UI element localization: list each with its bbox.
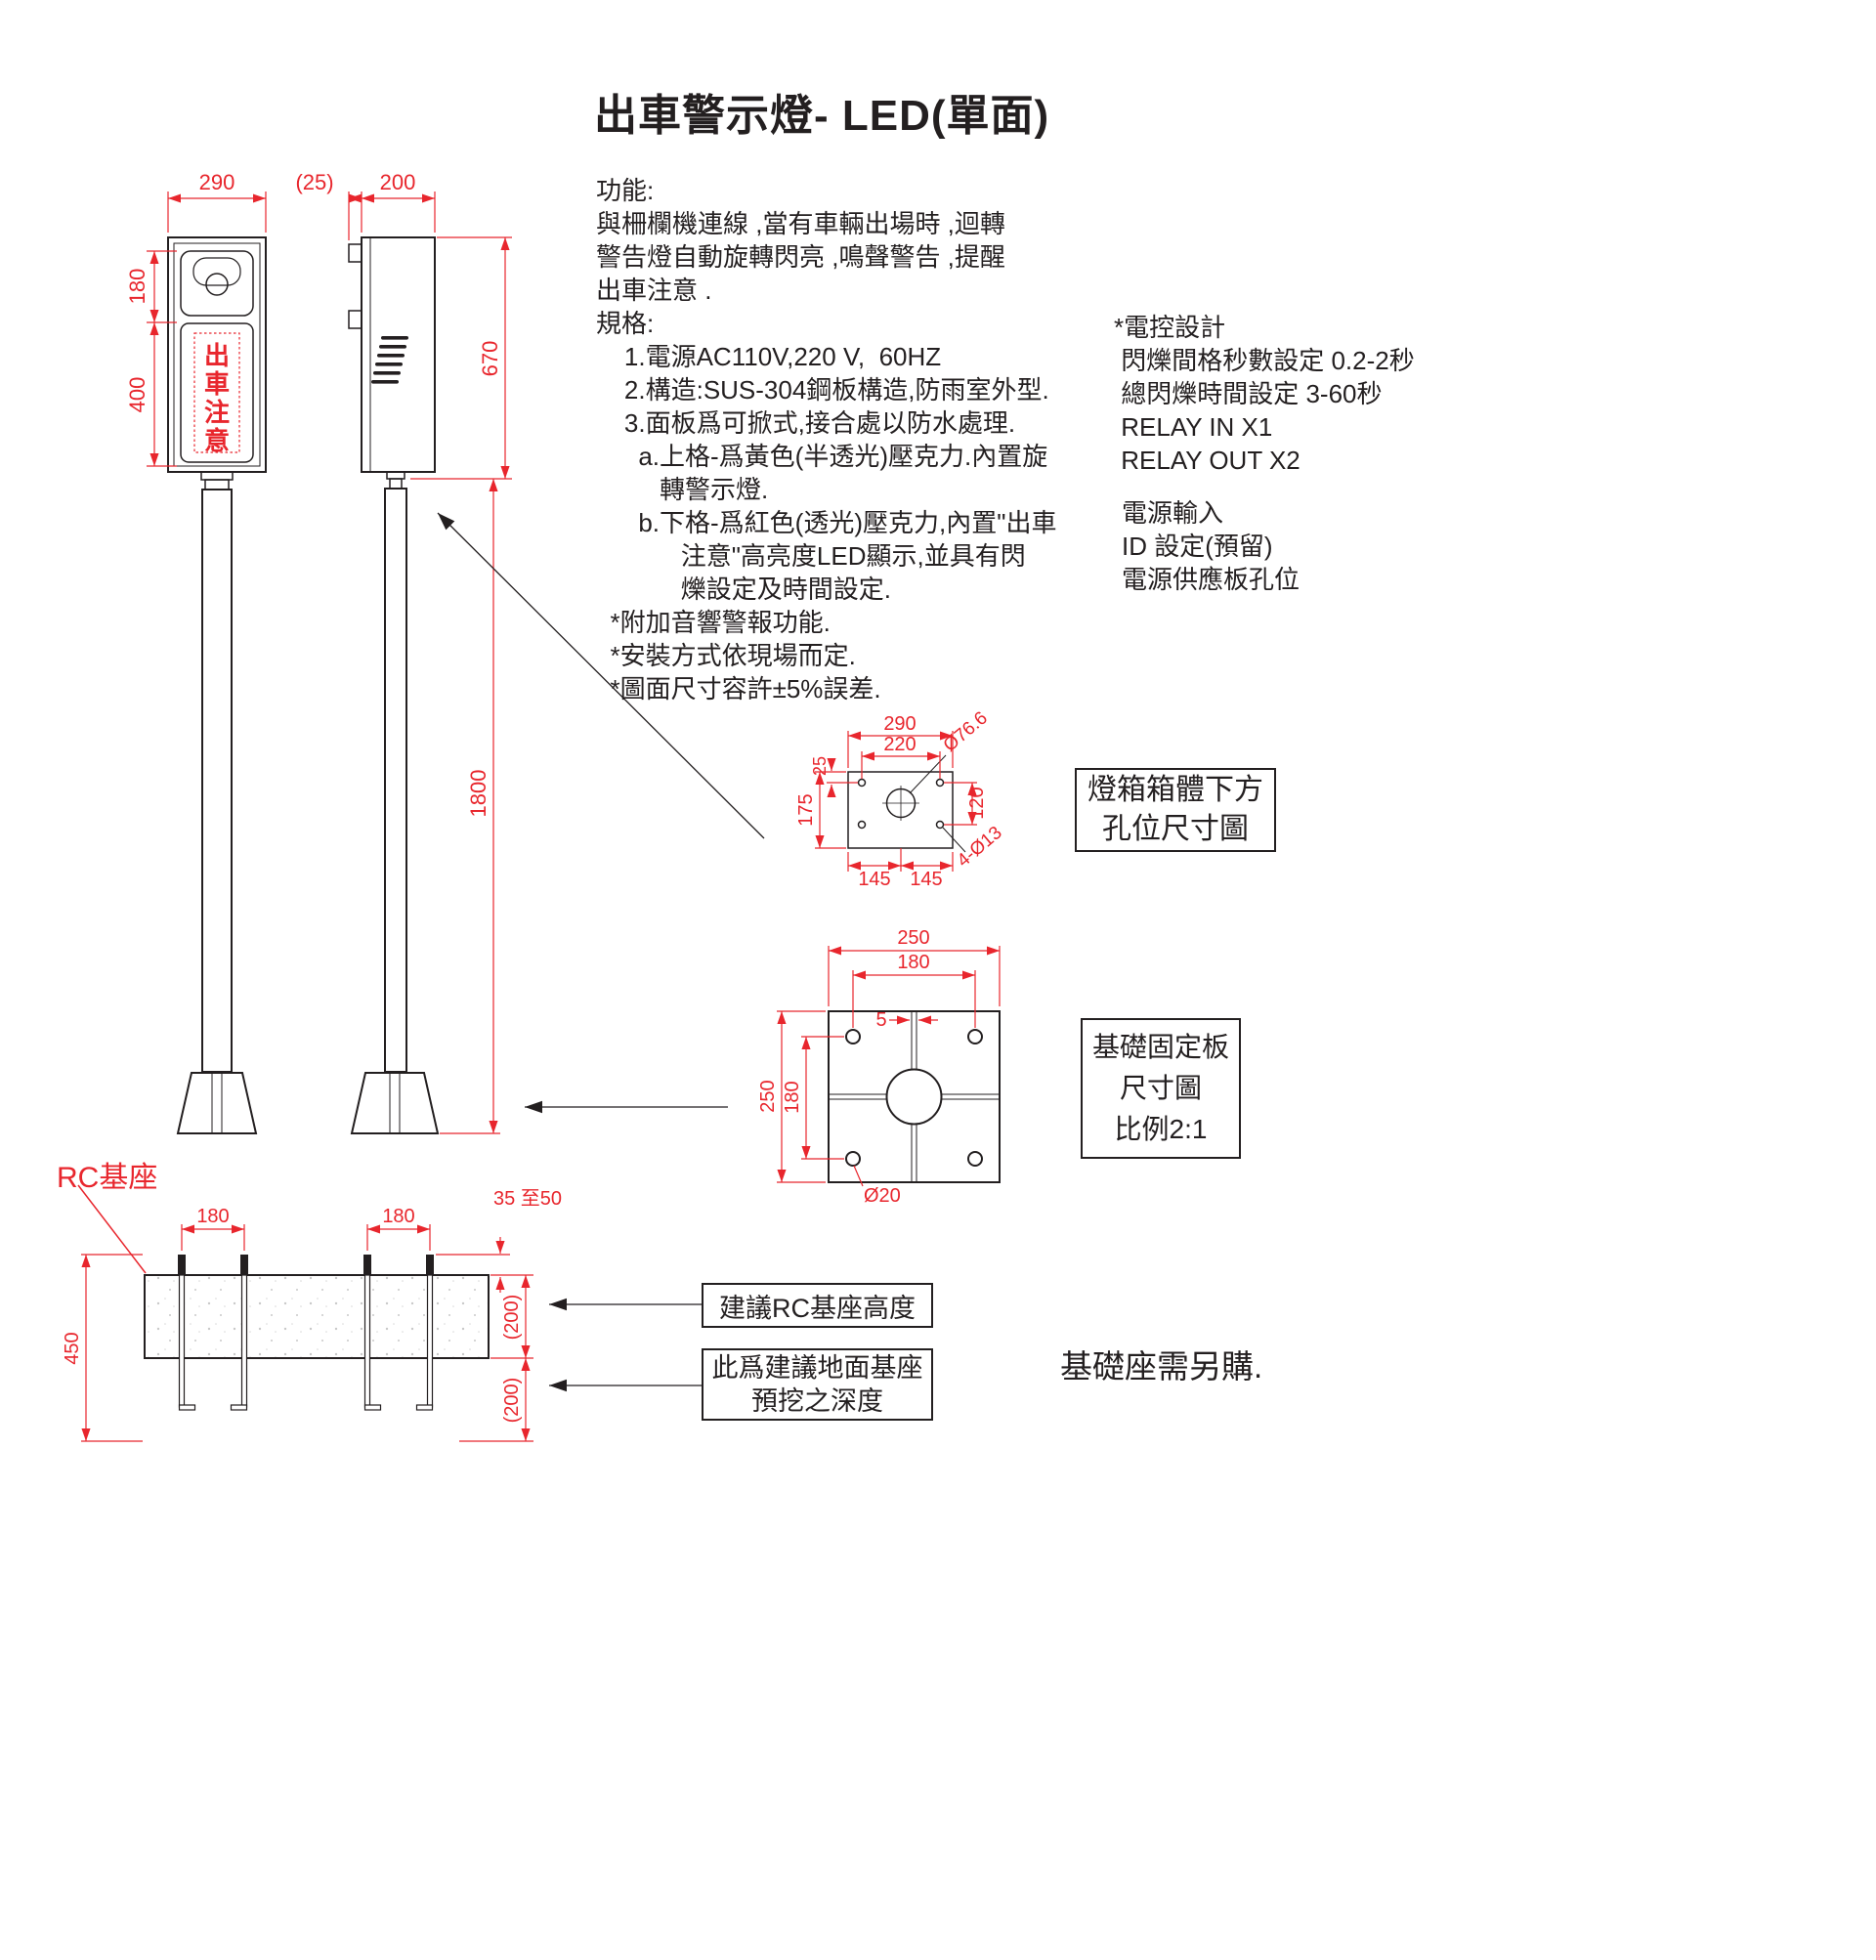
foundation-section [144,1255,490,1411]
rc-slab [144,1274,490,1359]
dim-plate-hole-span: 180 [897,952,929,973]
dim-left-bolt-span: 180 [196,1206,229,1227]
side-view [348,236,440,1134]
dim-total-depth: 450 [62,1332,83,1364]
dim-center-hole-dia: Ø76.6 [940,707,992,755]
dim-hole-right-half: 145 [910,869,942,890]
plate-center-hole [885,1068,943,1126]
spec-text-power: 電源輸入 ID 設定(預留) 電源供應板孔位 [1122,498,1300,594]
dim-hole-width: 290 [883,713,916,735]
dim-plate-hole-vspan: 180 [782,1081,803,1113]
beacon-compartment [180,250,254,317]
note-base-height-box: 建議RC基座高度 [702,1283,933,1328]
dim-hole-vspan: 120 [966,787,988,819]
led-sign-text: 出車注意 [203,341,230,455]
side-view-dimensions [348,192,512,1134]
side-base [350,1072,440,1134]
spec-text-control: *電控設計 閃爍間格秒數設定 0.2-2秒 總閃爍時間設定 3-60秒 RELA… [1114,313,1415,475]
front-base [176,1072,258,1134]
rc-base-label: RC基座 [57,1162,158,1194]
dim-front-head-height: 180 [125,269,149,305]
hole-diagram-dimensions [815,731,977,872]
dim-plate-height: 250 [757,1080,779,1112]
pole-pointer-arrow [437,512,765,839]
foundation-dimensions [77,1184,533,1442]
vent-louvers [371,336,408,384]
front-view [167,236,267,1134]
hole-diagram-label: 燈箱箱體下方 孔位尺寸圖 [1075,768,1276,852]
base-plate [828,1010,1001,1183]
dim-side-pole-height: 1800 [466,770,490,818]
dim-hole-height: 175 [795,793,817,826]
base-plate-dimensions [777,946,1001,1187]
dim-front-sign-height: 400 [125,377,149,413]
dim-dig-depth: (200) [501,1378,523,1424]
front-pole [201,489,233,1073]
purchase-note: 基礎座需另購. [1060,1348,1263,1385]
base-plate-diagram [828,1010,1001,1183]
dim-right-bolt-span: 180 [382,1206,414,1227]
dim-plate-slot-width: 5 [875,1009,886,1031]
beacon-lens [205,273,229,296]
page-title: 出車警示燈- LED(單面) [594,92,1050,140]
dim-side-depth: 200 [380,170,416,194]
dim-hole-top-offset: 25 [810,756,830,776]
plate-diagram-label: 基礎固定板 尺寸圖 比例2:1 [1081,1018,1241,1159]
dim-plate-hole-dia: Ø20 [864,1185,901,1207]
dim-hole-span: 220 [883,734,916,755]
dim-side-door-offset: (25) [295,170,333,194]
led-sign-border [193,332,240,453]
front-view-dimensions [147,192,267,467]
dim-front-width: 290 [199,170,235,194]
dim-base-height: (200) [501,1295,523,1341]
side-pole [384,488,407,1073]
dim-bolt-exposed: 35 至50 [493,1188,562,1210]
sign-compartment [180,322,254,463]
dim-side-box-height: 670 [478,341,502,377]
dim-hole-left-half: 145 [858,869,890,890]
note-dig-depth-box: 此爲建議地面基座 預挖之深度 [702,1348,933,1421]
spec-text-main: 功能: 與柵欄機連線 ,當有車輛出場時 ,迴轉 警告燈自動旋轉閃亮 ,鳴聲警告 … [596,176,1057,703]
hole-position-diagram [847,754,966,853]
dim-plate-width: 250 [897,927,929,949]
